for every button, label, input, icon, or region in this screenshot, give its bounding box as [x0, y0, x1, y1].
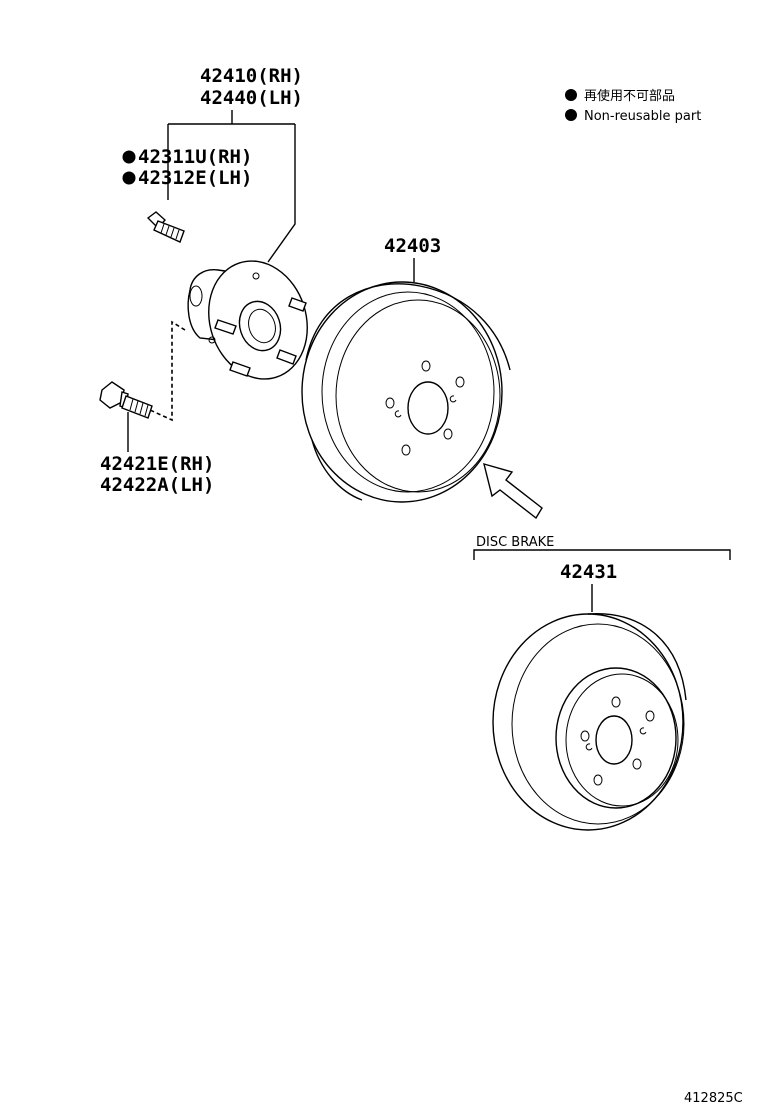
bolt-guide-line	[149, 320, 186, 422]
legend-jp-text: 再使用不可部品	[584, 88, 675, 104]
hub-leader-line	[167, 110, 296, 263]
legend-dot-jp	[565, 89, 577, 101]
legend-dot-en	[565, 109, 577, 121]
stud-lh-nonreusable-dot	[122, 171, 136, 185]
stud-rh-nonreusable-dot	[122, 150, 136, 164]
hub-stud-part[interactable]	[146, 211, 185, 243]
part-label-bolt-lh[interactable]: 42422A(LH)	[100, 474, 214, 496]
part-label-stud-rh[interactable]: 42311U(RH)	[138, 146, 252, 168]
part-label-hub-lh[interactable]: 42440(LH)	[200, 87, 303, 109]
legend: 再使用不可部品 Non-reusable part	[565, 88, 701, 124]
hub-bearing-assembly[interactable]	[187, 248, 322, 392]
part-label-drum[interactable]: 42403	[384, 235, 441, 257]
diagram-code: 412825C	[684, 1091, 743, 1106]
part-label-stud-lh[interactable]: 42312E(LH)	[138, 167, 252, 189]
part-label-hub-rh[interactable]: 42410(RH)	[200, 65, 303, 87]
brake-disc-part[interactable]	[492, 612, 687, 831]
group-label-disc-brake: DISC BRAKE	[476, 535, 554, 550]
hub-bolt-part[interactable]	[99, 381, 153, 419]
part-label-bolt-rh[interactable]: 42421E(RH)	[100, 453, 214, 475]
disc-brake-bracket	[473, 549, 731, 560]
legend-en-text: Non-reusable part	[584, 109, 701, 124]
drum-arrow-icon	[483, 462, 543, 520]
brake-drum-part[interactable]	[301, 281, 511, 503]
part-label-disc[interactable]: 42431	[560, 561, 617, 583]
